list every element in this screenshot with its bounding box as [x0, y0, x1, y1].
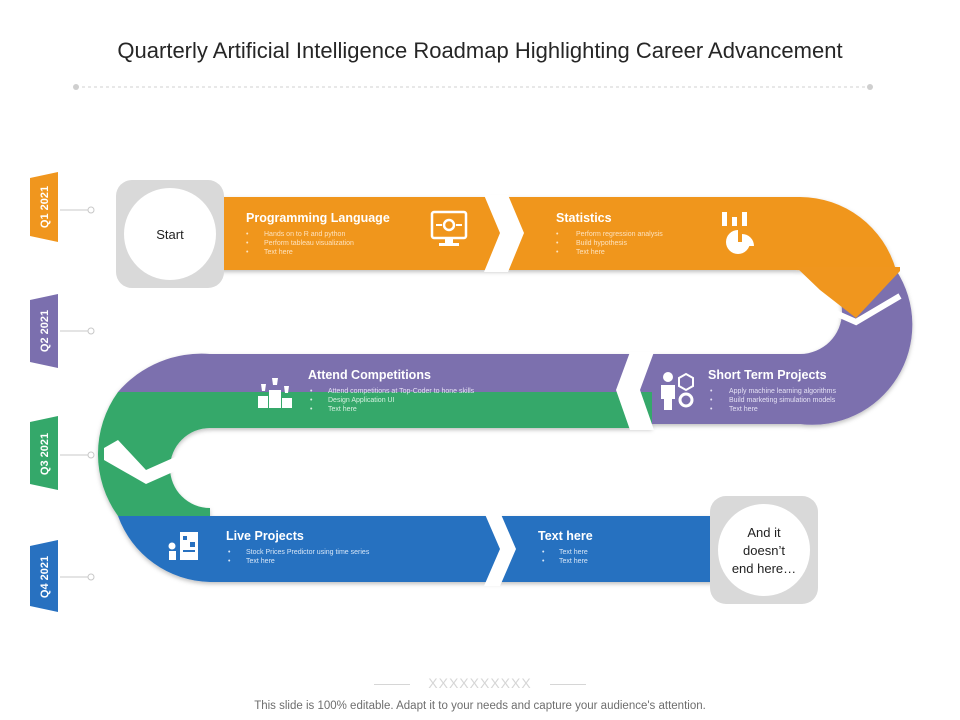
road-segment-q3	[210, 392, 652, 428]
monitor-gear-icon	[430, 210, 468, 246]
presenter-board-icon	[168, 532, 198, 560]
step-bullet-text: Perform tableau visualization	[264, 240, 354, 247]
footer-rule-left	[374, 684, 410, 685]
road-bend-left	[97, 392, 210, 516]
start-label: Start	[156, 227, 184, 242]
footer-note: This slide is 100% editable. Adapt it to…	[254, 700, 706, 712]
quarter-tab-q1: Q1 2021	[30, 172, 95, 242]
road-segment-q2	[210, 354, 640, 392]
step-text-here: Text here • Text here • Text here	[538, 529, 593, 565]
road-chevrons	[104, 195, 900, 586]
quarter-label-q4: Q4 2021	[39, 556, 51, 598]
step-bullet-text: Perform regression analysis	[576, 231, 663, 238]
quarter-tab-q4: Q4 2021	[30, 540, 95, 612]
step-attend-competitions: Attend Competitions • Attend competition…	[258, 368, 475, 413]
step-bullet: •	[542, 549, 545, 556]
quarter-tab-q2: Q2 2021	[30, 294, 95, 368]
step-bullet: •	[310, 397, 313, 404]
step-title: Text here	[538, 529, 593, 543]
step-title: Live Projects	[226, 529, 304, 543]
step-bullet-text: Attend competitions at Top-Coder to hone…	[328, 388, 475, 395]
quarter-tab-q3: Q3 2021	[30, 416, 95, 490]
step-live-projects: Live Projects • Stock Prices Predictor u…	[168, 529, 370, 565]
road-bend-left-upper	[118, 353, 210, 392]
step-bullet-text: Text here	[559, 558, 588, 565]
step-bullet-text: Text here	[559, 549, 588, 556]
roadmap-road	[97, 197, 913, 582]
step-bullet: •	[556, 240, 559, 247]
quarter-label-q1: Q1 2021	[39, 186, 51, 228]
step-title: Attend Competitions	[308, 368, 431, 382]
step-statistics: Statistics • Perform regression analysis…	[556, 211, 754, 256]
step-bullet: •	[710, 388, 713, 395]
person-cube-gear-icon	[661, 372, 694, 410]
step-bullet-text: Text here	[328, 406, 357, 413]
step-bullet: •	[246, 240, 249, 247]
road-bend-right-upper	[796, 197, 896, 271]
quarter-label-q2: Q2 2021	[39, 310, 51, 352]
step-bullet-text: Design Application UI	[328, 397, 395, 404]
step-bullet-text: Text here	[729, 406, 758, 413]
step-bullet-text: Text here	[246, 558, 275, 565]
step-bullet: •	[710, 397, 713, 404]
end-label-line-2: doesn’t	[743, 543, 785, 558]
step-bullet: •	[556, 231, 559, 238]
start-node: Start	[116, 180, 224, 288]
end-label-line-3: end here…	[732, 561, 796, 576]
step-programming-language: Programming Language • Hands on to R and…	[246, 210, 468, 256]
quarter-label-q3: Q3 2021	[39, 433, 51, 475]
end-node: And it doesn’t end here…	[710, 496, 818, 604]
step-bullet-text: Stock Prices Predictor using time series	[246, 549, 370, 556]
step-bullet: •	[246, 231, 249, 238]
step-short-term-projects: Short Term Projects • Apply machine lear…	[661, 368, 836, 413]
footer-rule-right	[550, 684, 586, 685]
header-divider	[73, 84, 873, 90]
step-bullet: •	[310, 406, 313, 413]
step-bullet-text: Build hypothesis	[576, 240, 627, 247]
step-bullet-text: Apply machine learning algorithms	[729, 388, 836, 395]
podium-trophy-icon	[258, 378, 292, 408]
step-title: Programming Language	[246, 211, 390, 225]
end-label-line-1: And it	[747, 525, 781, 540]
pie-chart-icon	[722, 212, 754, 254]
step-bullet: •	[246, 249, 249, 256]
page-title: Quarterly Artificial Intelligence Roadma…	[117, 38, 843, 63]
step-bullet: •	[228, 558, 231, 565]
step-bullet-text: Text here	[576, 249, 605, 256]
step-bullet: •	[556, 249, 559, 256]
step-bullet: •	[710, 406, 713, 413]
step-bullet-text: Text here	[264, 249, 293, 256]
step-bullet: •	[310, 388, 313, 395]
step-bullet-text: Build marketing simulation models	[729, 397, 836, 404]
step-bullet-text: Hands on to R and python	[264, 231, 345, 238]
road-segment-q4	[118, 516, 720, 582]
step-title: Short Term Projects	[708, 368, 827, 382]
step-bullet: •	[542, 558, 545, 565]
footer-mark: XXXXXXXXXX	[428, 675, 532, 691]
step-title: Statistics	[556, 211, 612, 225]
right-bend-seam	[804, 293, 902, 326]
step-bullet: •	[228, 549, 231, 556]
